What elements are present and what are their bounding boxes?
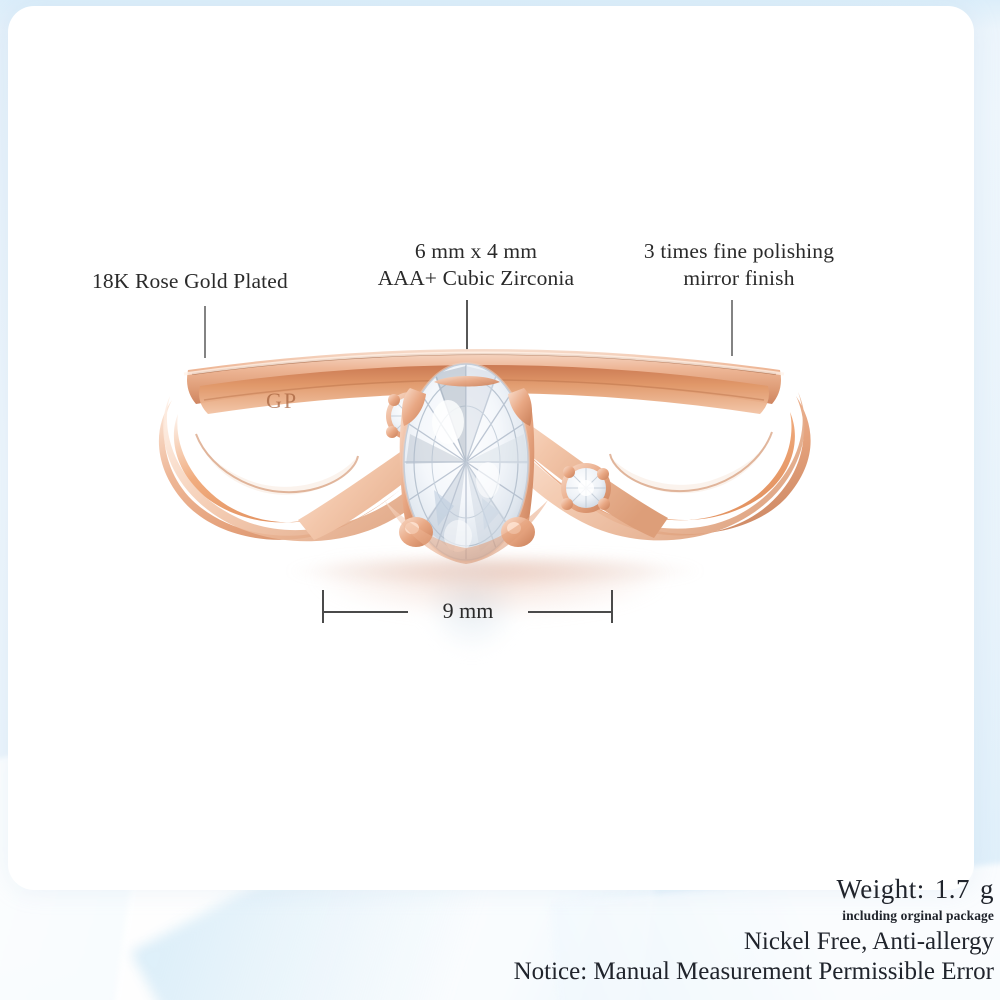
accent-stone-right [561,463,611,513]
product-card-bottom-fade [8,700,974,895]
annotation-stone-label: 6 mm x 4 mm AAA+ Cubic Zirconia [377,239,575,291]
nickel-free-note: Nickel Free, Anti-allergy [743,928,994,955]
dimension-tick-left [322,590,324,623]
weight-unit: g [980,874,994,904]
leader-line-polishing [731,300,733,356]
dimension-bar-right [528,611,613,613]
weight-value: 1.7 [934,874,970,904]
ring-product-photo: GP [148,330,820,630]
center-stone [402,362,530,562]
leader-line-material [204,306,206,358]
ring-vector: GP [158,349,811,564]
weight-line: Weight: 1.7 g [836,874,994,905]
dimension-tick-right [611,590,613,623]
dimension-bar-left [322,611,408,613]
annotation-polishing-label: 3 times fine polishing mirror finish [643,239,835,291]
weight-label: Weight: [836,874,925,904]
dimension-label: 9 mm [442,598,494,623]
leader-line-stone [466,300,468,392]
svg-text:GP: GP [266,388,298,413]
weight-note: including orginal package [842,908,994,923]
measurement-notice: Notice: Manual Measurement Permissible E… [513,958,994,985]
annotation-material-label: 18K Rose Gold Plated [92,269,288,293]
ring-reflection [190,560,790,700]
